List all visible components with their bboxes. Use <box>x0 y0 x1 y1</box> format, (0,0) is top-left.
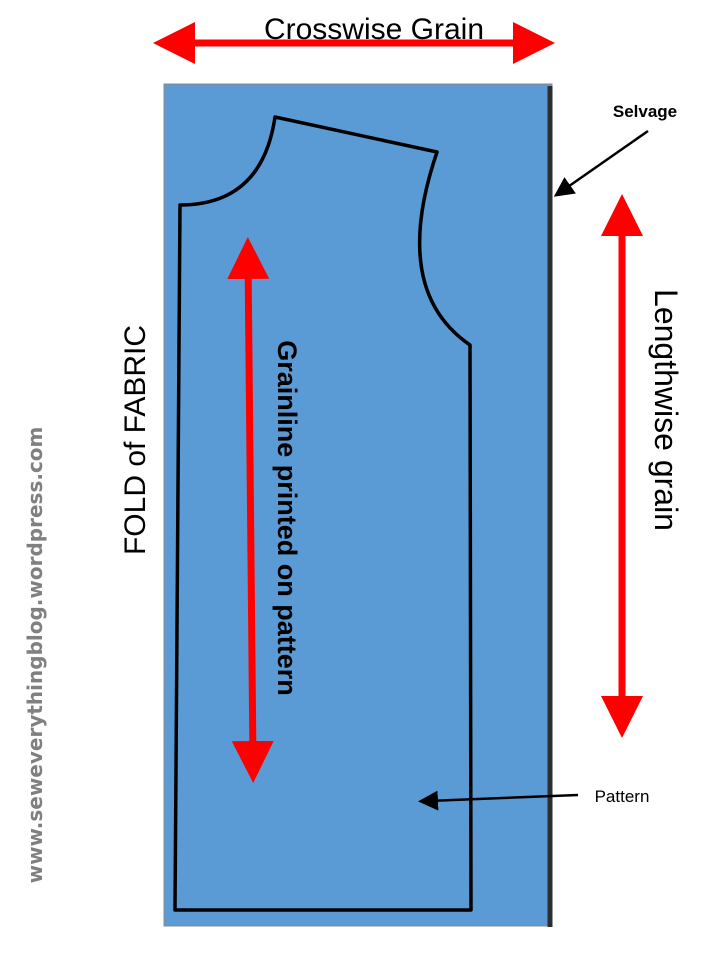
pattern-pointer-arrow <box>418 790 579 811</box>
grainline-label: Grainline printed on pattern <box>272 340 302 696</box>
selvage-label: Selvage <box>613 102 677 121</box>
lengthwise-grain-label: Lengthwise grain <box>648 289 684 531</box>
fold-of-fabric-label: FOLD of FABRIC <box>119 325 152 555</box>
grainline-arrow <box>227 237 274 783</box>
crosswise-grain-label: Crosswise Grain <box>264 13 484 46</box>
pattern-outline <box>173 115 473 912</box>
selvage-pointer-arrow <box>553 129 649 197</box>
fabric-rectangle <box>163 83 553 927</box>
pattern-label: Pattern <box>595 787 650 806</box>
watermark-text: www.seweverythingblog.wordpress.com <box>23 427 47 884</box>
